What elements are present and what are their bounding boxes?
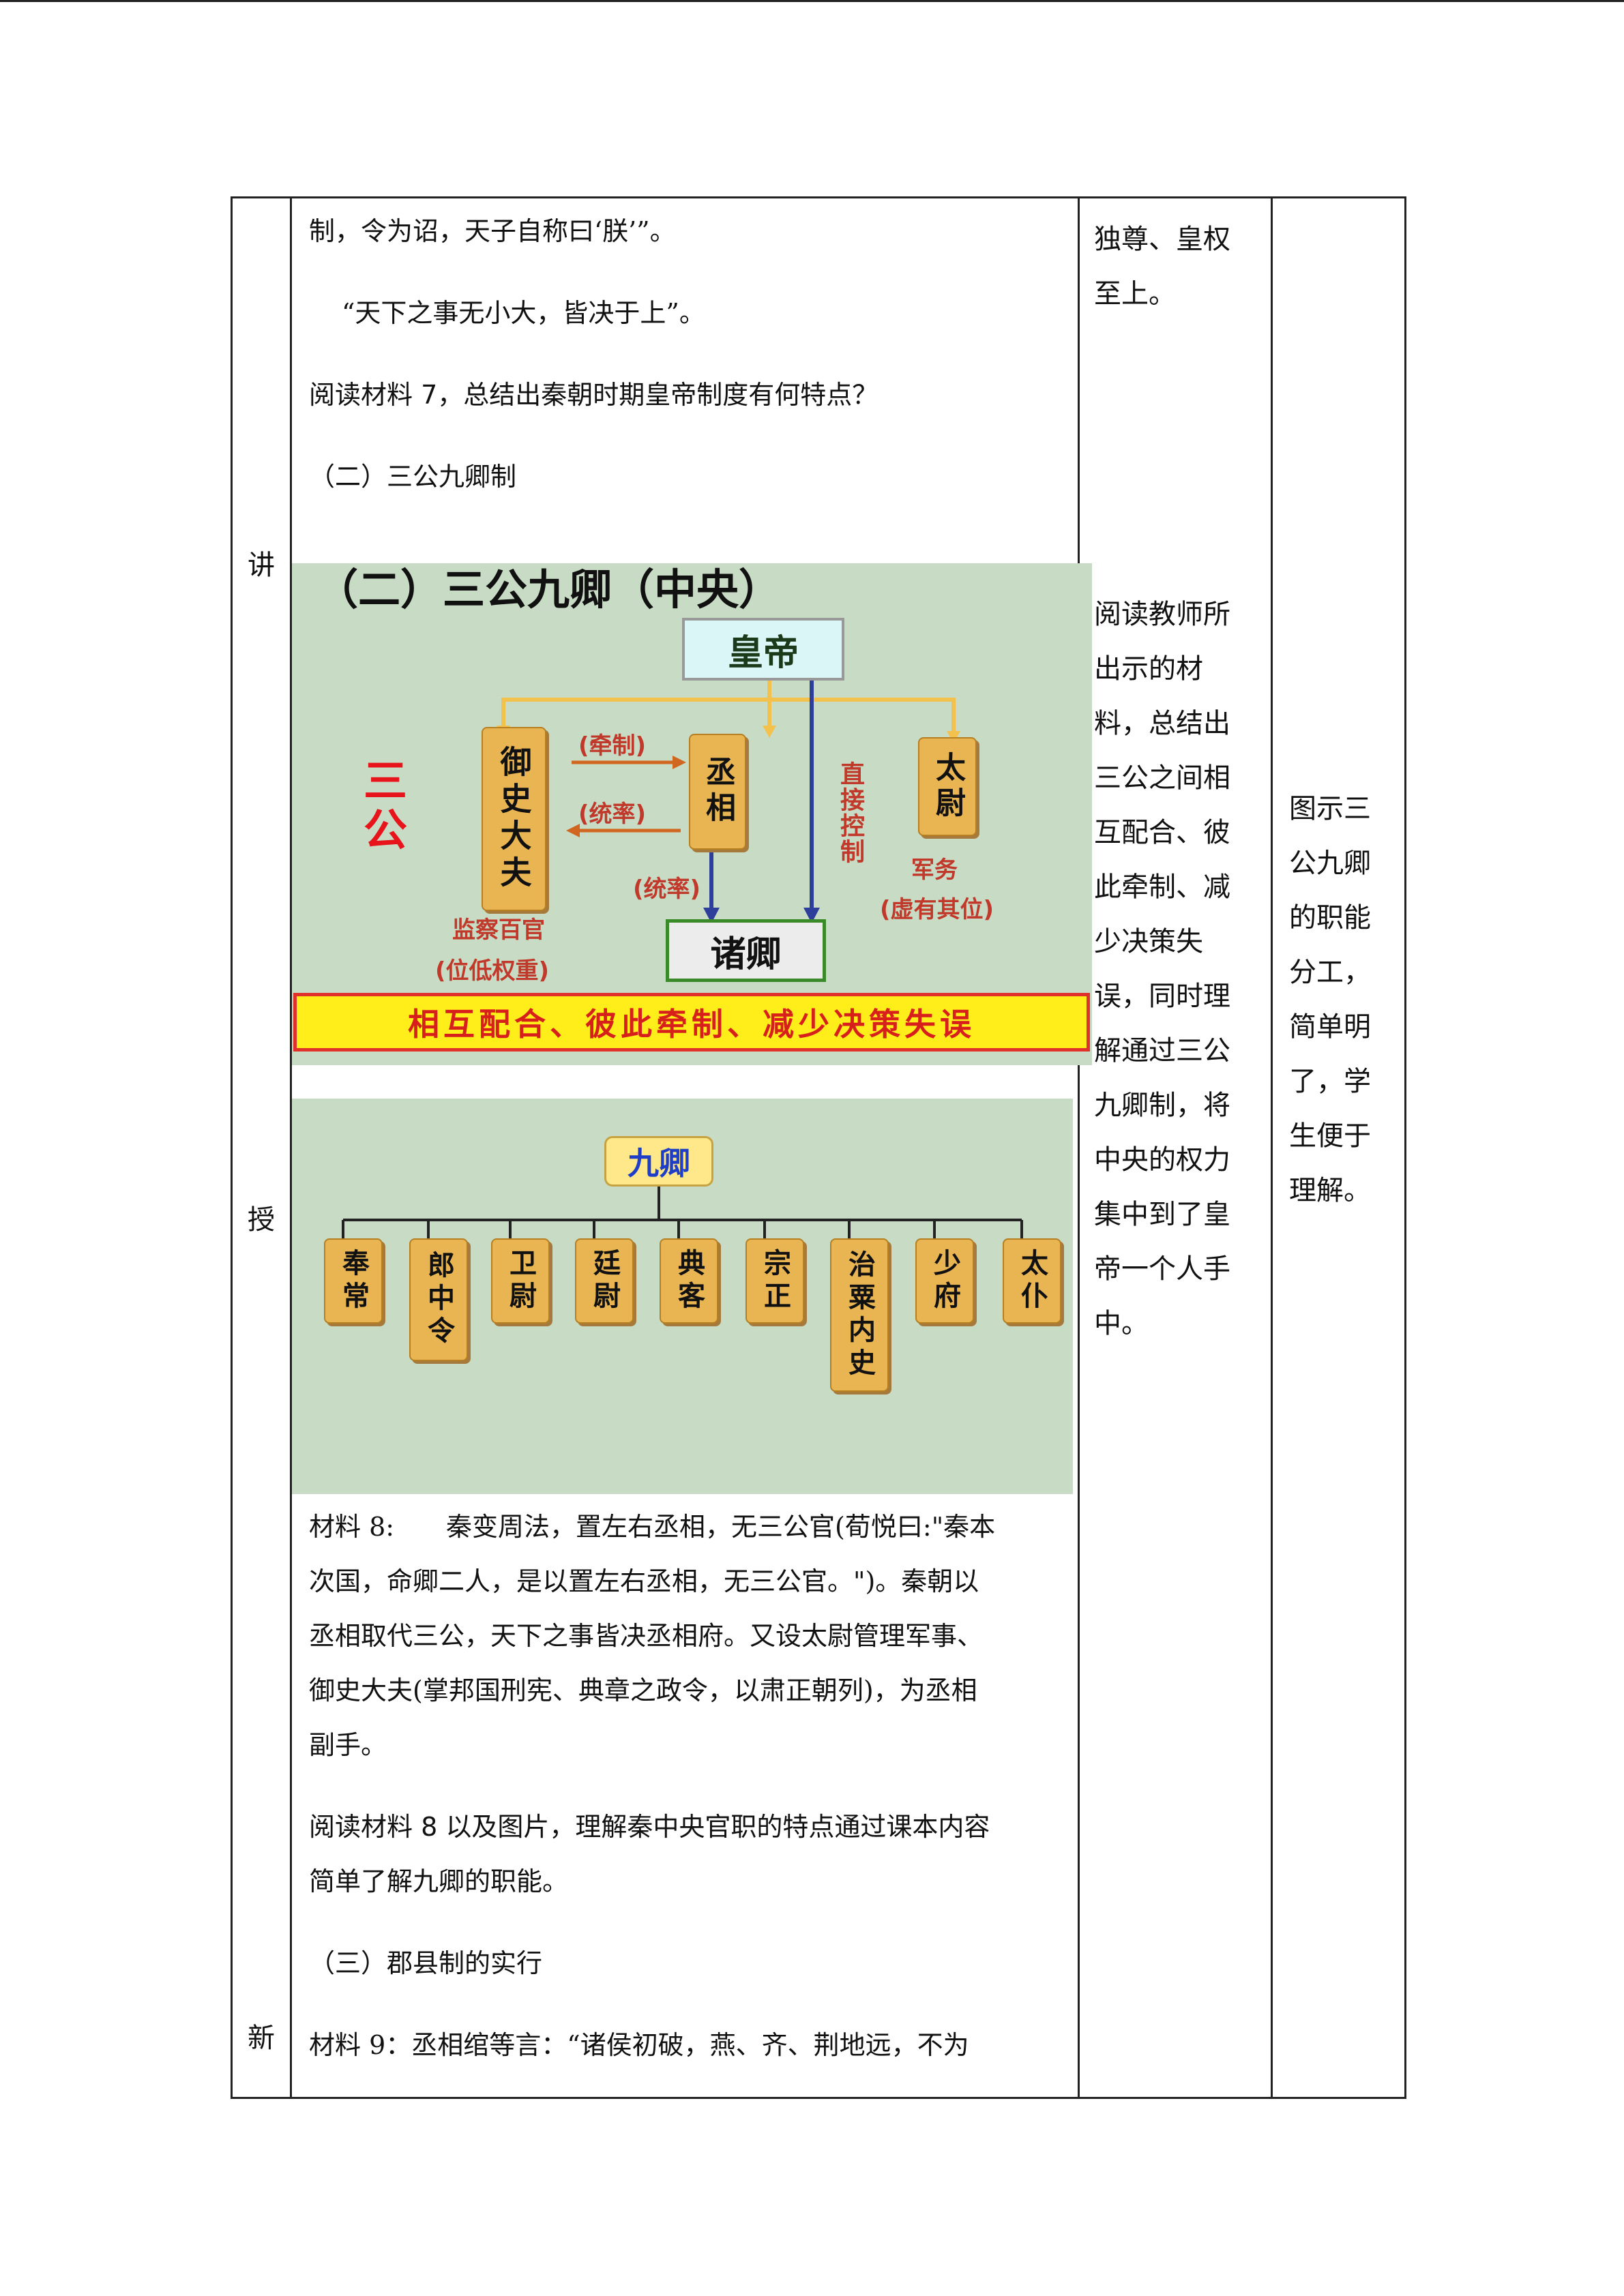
text-line: 公九卿 [1289, 848, 1371, 879]
text-line: 至上。 [1094, 278, 1176, 310]
section-heading-junxian: （三）郡县制的实行 [309, 1948, 543, 1978]
sangong-jiuqing-diagram: （二）三公九卿（中央） 皇帝 三公 御史大夫 丞相 太尉 (牵制) (统率) (… [292, 563, 1092, 1065]
scroll-chengxiang: 丞相 [689, 734, 746, 850]
text-line: 集中到了皇 [1094, 1199, 1230, 1230]
text-line: 分工， [1289, 957, 1371, 988]
top-border [0, 0, 1624, 2]
material-8-line: 丞相取代三公，天下之事皆决丞相府。又设太尉管理军事、 [309, 1621, 984, 1651]
text-line: 了，学 [1289, 1066, 1371, 1097]
material-8-line: 材料 8: 秦变周法，置左右丞相，无三公官(荀悦曰:"秦本 [309, 1512, 996, 1542]
lesson-table: 讲 授 新 制，令为诏，天子自称曰‘朕’”。 “天下之事无小大，皆决于上”。 阅… [231, 196, 1406, 2099]
text-line: 中。 [1094, 1308, 1149, 1339]
diagram-connectors [497, 679, 960, 923]
text-line: 的职能 [1289, 902, 1371, 934]
scroll-taipu: 太仆 [1003, 1238, 1061, 1324]
question-material-7: 阅读材料 7，总结出秦朝时期皇帝制度有何特点？ [309, 380, 879, 410]
material-8-line: 次国，命卿二人，是以置左右丞相，无三公官。")。秦朝以 [309, 1566, 979, 1596]
text-line: 三公之间相 [1094, 762, 1230, 794]
side-label-jiang: 讲 [248, 550, 275, 581]
section-heading-sangong: （二）三公九卿制 [309, 462, 517, 492]
text-line: 出示的材 [1094, 653, 1203, 685]
text-line: 误，同时理 [1094, 981, 1230, 1012]
design-intent: 图示三 公九卿 的职能 分工， 简单明 了，学 生便于 理解。 [1289, 781, 1385, 1218]
text-line: 简单明 [1289, 1011, 1371, 1043]
label-tonglv-2: (统率) [633, 876, 701, 903]
summary-banner: 相互配合、彼此牵制、减少决策失误 [293, 993, 1090, 1052]
text-line: 此牵制、减 [1094, 871, 1230, 903]
text-line: 理解。 [1289, 1175, 1371, 1206]
question-material-8: 简单了解九卿的职能。 [309, 1866, 569, 1896]
text-line: 制，令为诏，天子自称曰‘朕’”。 [309, 216, 676, 246]
text-line: 九卿制，将 [1094, 1090, 1230, 1121]
text-line: 解通过三公 [1094, 1035, 1230, 1067]
scroll-dianke: 典客 [660, 1238, 718, 1324]
label-xuyou-qiwei: (虚有其位) [880, 896, 994, 923]
scroll-langzhongling: 郎中令 [409, 1238, 468, 1361]
text-line: 帝一个人手 [1094, 1253, 1230, 1285]
label-jiancha-baiguan: 监察百官 [452, 916, 545, 944]
student-activity-top: 独尊、皇权 至上。 [1094, 212, 1251, 321]
label-zhijie-kongzhi: 直接控制 [836, 761, 864, 865]
sangong-label: 三公 [356, 758, 407, 856]
scroll-shaofu: 少府 [915, 1238, 974, 1324]
scroll-weiwei: 卫尉 [491, 1238, 550, 1324]
text-line: 独尊、皇权 [1094, 224, 1230, 255]
text-line: 互配合、彼 [1094, 817, 1230, 848]
text-line: 阅读教师所 [1094, 599, 1230, 630]
side-label-xin: 新 [248, 2023, 275, 2054]
material-9-line: 材料 9：丞相绾等言：“诸侯初破，燕、齐、荆地远，不为 [309, 2030, 969, 2060]
text-line: 料，总结出 [1094, 708, 1230, 739]
side-label-shou: 授 [248, 1204, 275, 1236]
text-line: 中央的权力 [1094, 1144, 1230, 1176]
material-8-line: 副手。 [309, 1730, 387, 1760]
scroll-zhisu-neishi: 治粟内史 [830, 1238, 889, 1392]
label-weidi-quanzhong: (位低权重) [435, 957, 550, 985]
column-divider [1078, 198, 1080, 2097]
zhuqing-box: 诸卿 [666, 919, 826, 982]
question-material-8: 阅读材料 8 以及图片，理解秦中央官职的特点通过课本内容 [309, 1812, 990, 1842]
column-divider [1271, 198, 1273, 2097]
text-line: 图示三 [1289, 793, 1371, 824]
text-line: 生便于 [1289, 1120, 1371, 1152]
label-tonglv: (统率) [578, 801, 647, 828]
label-junwu: 军务 [911, 856, 958, 884]
emperor-box: 皇帝 [682, 618, 844, 681]
label-qianzhi: (牵制) [578, 732, 647, 760]
scroll-tingwei: 廷尉 [575, 1238, 634, 1324]
scroll-zongzheng: 宗正 [745, 1238, 804, 1324]
text-line: “天下之事无小大，皆决于上”。 [342, 298, 705, 328]
column-divider [290, 198, 292, 2097]
jiuqing-title: 九卿 [604, 1136, 713, 1187]
student-activity: 阅读教师所 出示的材 料，总结出 三公之间相 互配合、彼 此牵制、减 少决策失 … [1094, 587, 1251, 1351]
diagram-title: （二）三公九卿（中央） [316, 565, 782, 614]
jiuqing-connectors [342, 1186, 1023, 1238]
scroll-yushi-dafu: 御史大夫 [482, 727, 546, 911]
scroll-fengchang: 奉常 [324, 1238, 383, 1324]
jiuqing-diagram: 九卿 奉常 郎中令 卫尉 廷尉 典客 宗正 治粟内史 少府 太仆 [292, 1099, 1073, 1494]
scroll-taiwei: 太尉 [918, 737, 977, 836]
text-line: 少决策失 [1094, 926, 1203, 957]
material-8-line: 御史大夫(掌邦国刑宪、典章之政令，以肃正朝列)，为丞相 [309, 1675, 977, 1705]
